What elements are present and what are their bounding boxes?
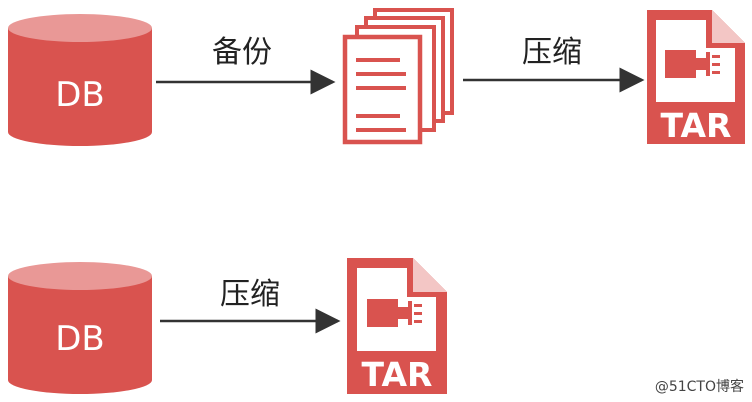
watermark: @51CTO博客 (654, 379, 744, 395)
tar-label: TAR (362, 355, 433, 394)
document-stack-icon (342, 8, 454, 145)
db-label: DB (55, 75, 105, 115)
compress-label: 压缩 (522, 35, 582, 70)
row-1: DB 备份 压缩 (8, 8, 745, 146)
database-cylinder-icon: DB (8, 262, 152, 394)
row-2: DB 压缩 TAR (8, 258, 447, 394)
tar-archive-icon: TAR (347, 258, 447, 394)
db-label: DB (55, 319, 105, 359)
tar-archive-icon: TAR (647, 10, 745, 145)
tar-label: TAR (661, 106, 732, 145)
compress-label: 压缩 (220, 277, 280, 312)
backup-label: 备份 (212, 35, 272, 70)
database-cylinder-icon: DB (8, 14, 152, 146)
